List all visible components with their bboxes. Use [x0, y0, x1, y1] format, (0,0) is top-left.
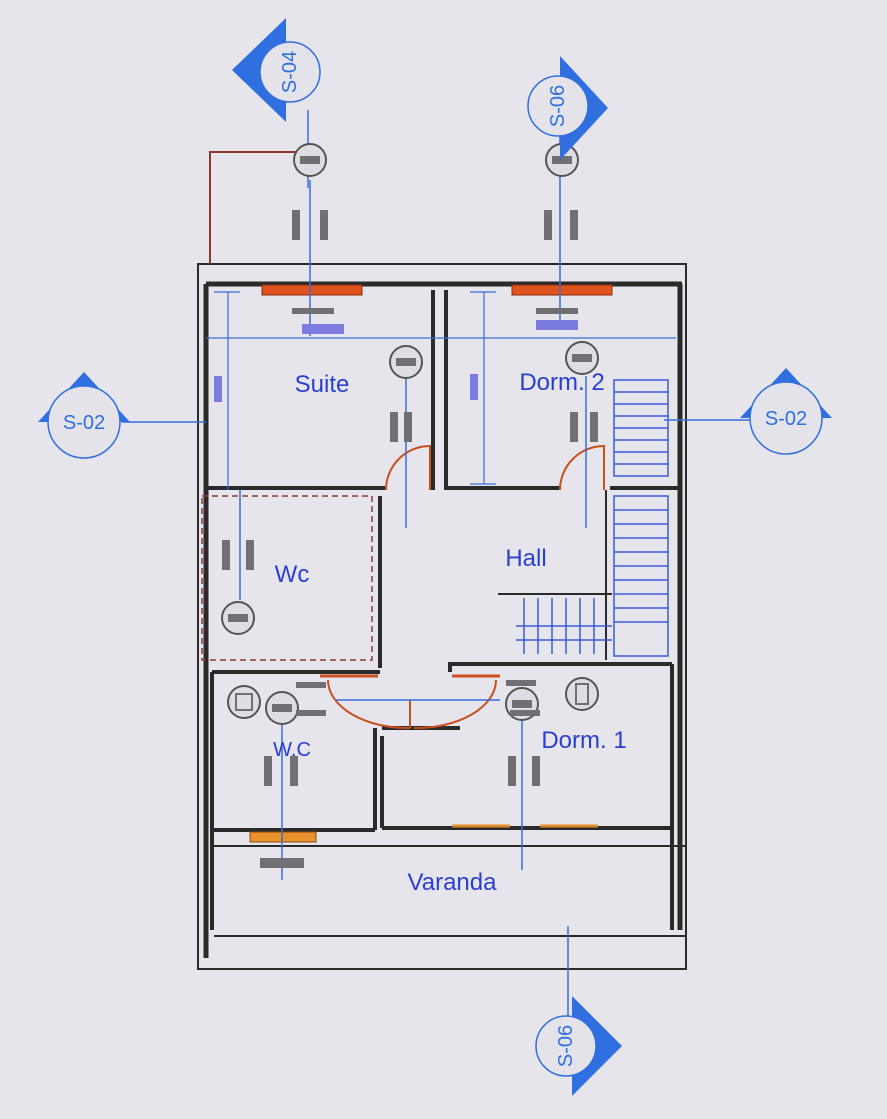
doors [320, 444, 605, 730]
outlet-dorm2-left [470, 374, 478, 400]
wiring-line [209, 151, 300, 264]
room-label-wc-upper: Wc [275, 561, 310, 588]
outlet-dorm2-top [536, 308, 578, 314]
fixture-dorm2 [565, 341, 599, 375]
light-fixtures [221, 143, 599, 725]
windows [249, 284, 613, 843]
window-dorm2 [511, 284, 613, 296]
switch-wc-upper [222, 540, 230, 570]
room-label-wc-lower: W.C [273, 739, 311, 761]
marker-label-s02-right: S-02 [765, 408, 807, 430]
switch-wc-lower [264, 756, 272, 786]
switch-dorm1 [508, 756, 516, 786]
switch-outside-left [292, 210, 300, 240]
marker-label-s04: S-04 [279, 51, 301, 93]
outlet-passage-left [296, 682, 326, 688]
room-label-dorm1: Dorm. 1 [541, 727, 626, 754]
section-marker-s02-left: S-02 [38, 372, 130, 459]
outer-boundary [197, 263, 687, 970]
room-labels: Suite Dorm. 2 Wc Hall W.C Dorm. 1 Varand… [273, 369, 627, 896]
section-marker-s06-bottom: S-06 [535, 996, 622, 1096]
switch-suite [390, 412, 398, 442]
outlet-suite-left [214, 376, 222, 402]
fixture-dorm1-b [565, 677, 599, 711]
section-marker-s04-top: S-04 [232, 18, 321, 122]
door-lower-right [413, 679, 497, 730]
fixture-wc-upper [221, 601, 255, 635]
window-wc-lower [249, 831, 317, 843]
stair-lower-flight [613, 495, 669, 657]
plan-outline [197, 263, 687, 970]
dimension-lines [206, 291, 676, 490]
door-dorm2 [559, 444, 605, 491]
door-lower-left [327, 679, 411, 730]
window-suite [261, 284, 363, 296]
staircase [498, 379, 669, 657]
section-marker-s02-right: S-02 [740, 368, 832, 455]
wc-dashed-partition [201, 495, 373, 661]
fixture-outside-right [545, 143, 579, 177]
marker-label-s06-bottom: S-06 [555, 1025, 577, 1067]
switch-symbols [214, 210, 598, 868]
outlet-suite-top [292, 308, 334, 314]
fixture-outside-left [293, 143, 327, 177]
marker-label-s02-left: S-02 [63, 412, 105, 434]
outlet-varanda [260, 858, 304, 868]
fixture-wc-lower-a [227, 685, 261, 719]
section-marker-s06-top: S-06 [527, 56, 608, 160]
door-suite [385, 444, 431, 491]
room-label-suite: Suite [295, 371, 350, 398]
room-label-dorm2: Dorm. 2 [519, 369, 604, 396]
switch-dorm2 [570, 412, 578, 442]
marker-label-s06-top: S-06 [547, 85, 569, 127]
fixture-suite [389, 345, 423, 379]
switch-outside-right [544, 210, 552, 240]
room-label-varanda: Varanda [408, 869, 498, 896]
outlet-passage-right [506, 680, 536, 686]
fixture-wc-lower-b [265, 691, 299, 725]
room-label-hall: Hall [505, 545, 546, 572]
